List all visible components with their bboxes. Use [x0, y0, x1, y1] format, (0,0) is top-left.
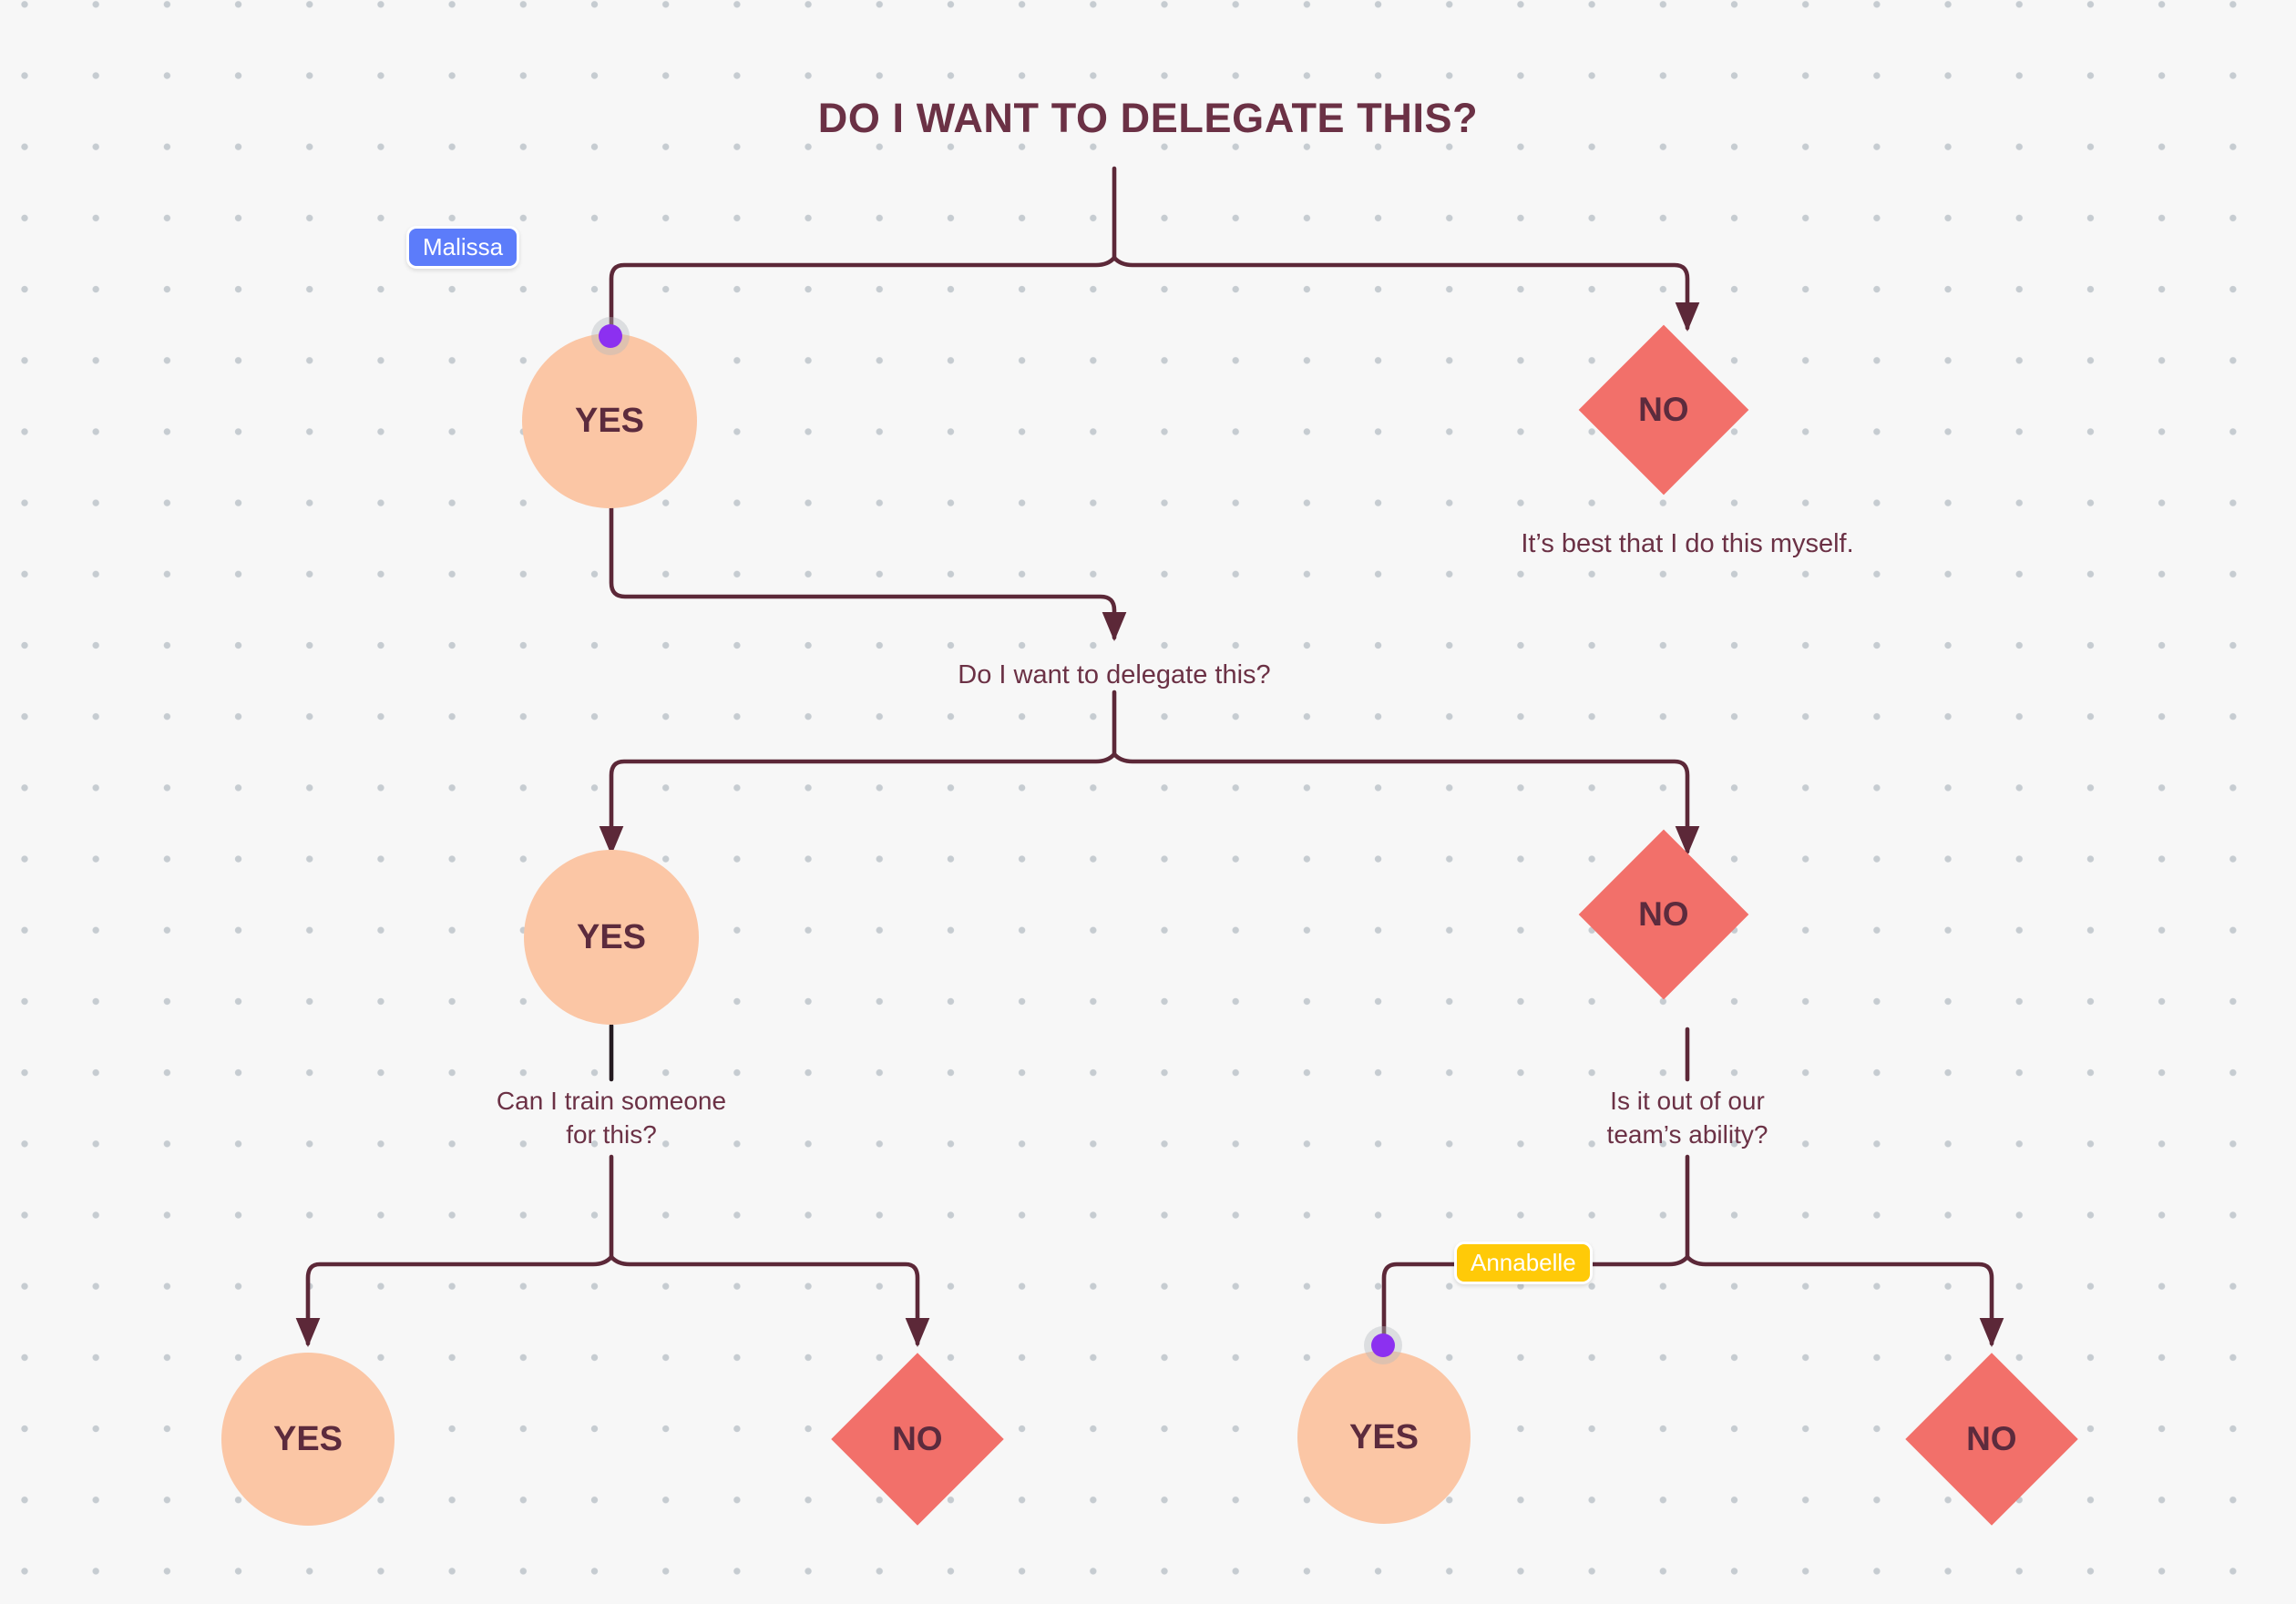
node-no-ability[interactable]: NO [1905, 1353, 2078, 1526]
wire-ability-bar-right [1685, 1254, 2004, 1348]
node-no-train[interactable]: NO [831, 1353, 1004, 1526]
cursor-label-malissa: Malissa [406, 226, 520, 269]
node-no-level1[interactable]: NO [1578, 324, 1749, 496]
drag-handle-yes-ability[interactable] [1371, 1333, 1395, 1357]
node-label: NO [1966, 1420, 2017, 1457]
wire-q2-bar-left [599, 751, 1117, 856]
node-label: YES [574, 401, 645, 440]
node-yes-ability[interactable]: YES [1297, 1351, 1471, 1524]
wire-train-bar-right [609, 1254, 930, 1348]
caption-no-level1: It’s best that I do this myself. [1521, 529, 1854, 558]
wire-yes-top-to-q2 [609, 473, 1127, 642]
node-label: YES [272, 1419, 343, 1458]
caption-question-train: Can I train someone for this? [496, 1087, 727, 1149]
node-label: YES [576, 917, 647, 956]
wire-train-bar-left [295, 1254, 614, 1348]
wire-root-bar-right [1112, 255, 1700, 332]
node-label: YES [1348, 1417, 1420, 1456]
node-label: NO [1638, 391, 1689, 428]
caption-question-ability: Is it out of our team’s ability? [1606, 1087, 1768, 1149]
node-yes-train[interactable]: YES [221, 1353, 395, 1526]
cursor-label-annabelle: Annabelle [1454, 1241, 1593, 1284]
drag-handle-yes-level1[interactable] [599, 324, 622, 348]
node-yes-level2[interactable]: YES [524, 850, 699, 1025]
caption-question-level2: Do I want to delegate this? [958, 660, 1271, 690]
node-label: NO [892, 1420, 943, 1457]
node-yes-level1[interactable]: YES [522, 333, 697, 508]
node-no-level2[interactable]: NO [1578, 829, 1749, 1000]
wire-q2-bar-right [1112, 751, 1700, 856]
node-label: NO [1638, 895, 1689, 933]
wire-root-bar-left [609, 255, 1117, 331]
page-title: DO I WANT TO DELEGATE THIS? [817, 95, 1479, 141]
